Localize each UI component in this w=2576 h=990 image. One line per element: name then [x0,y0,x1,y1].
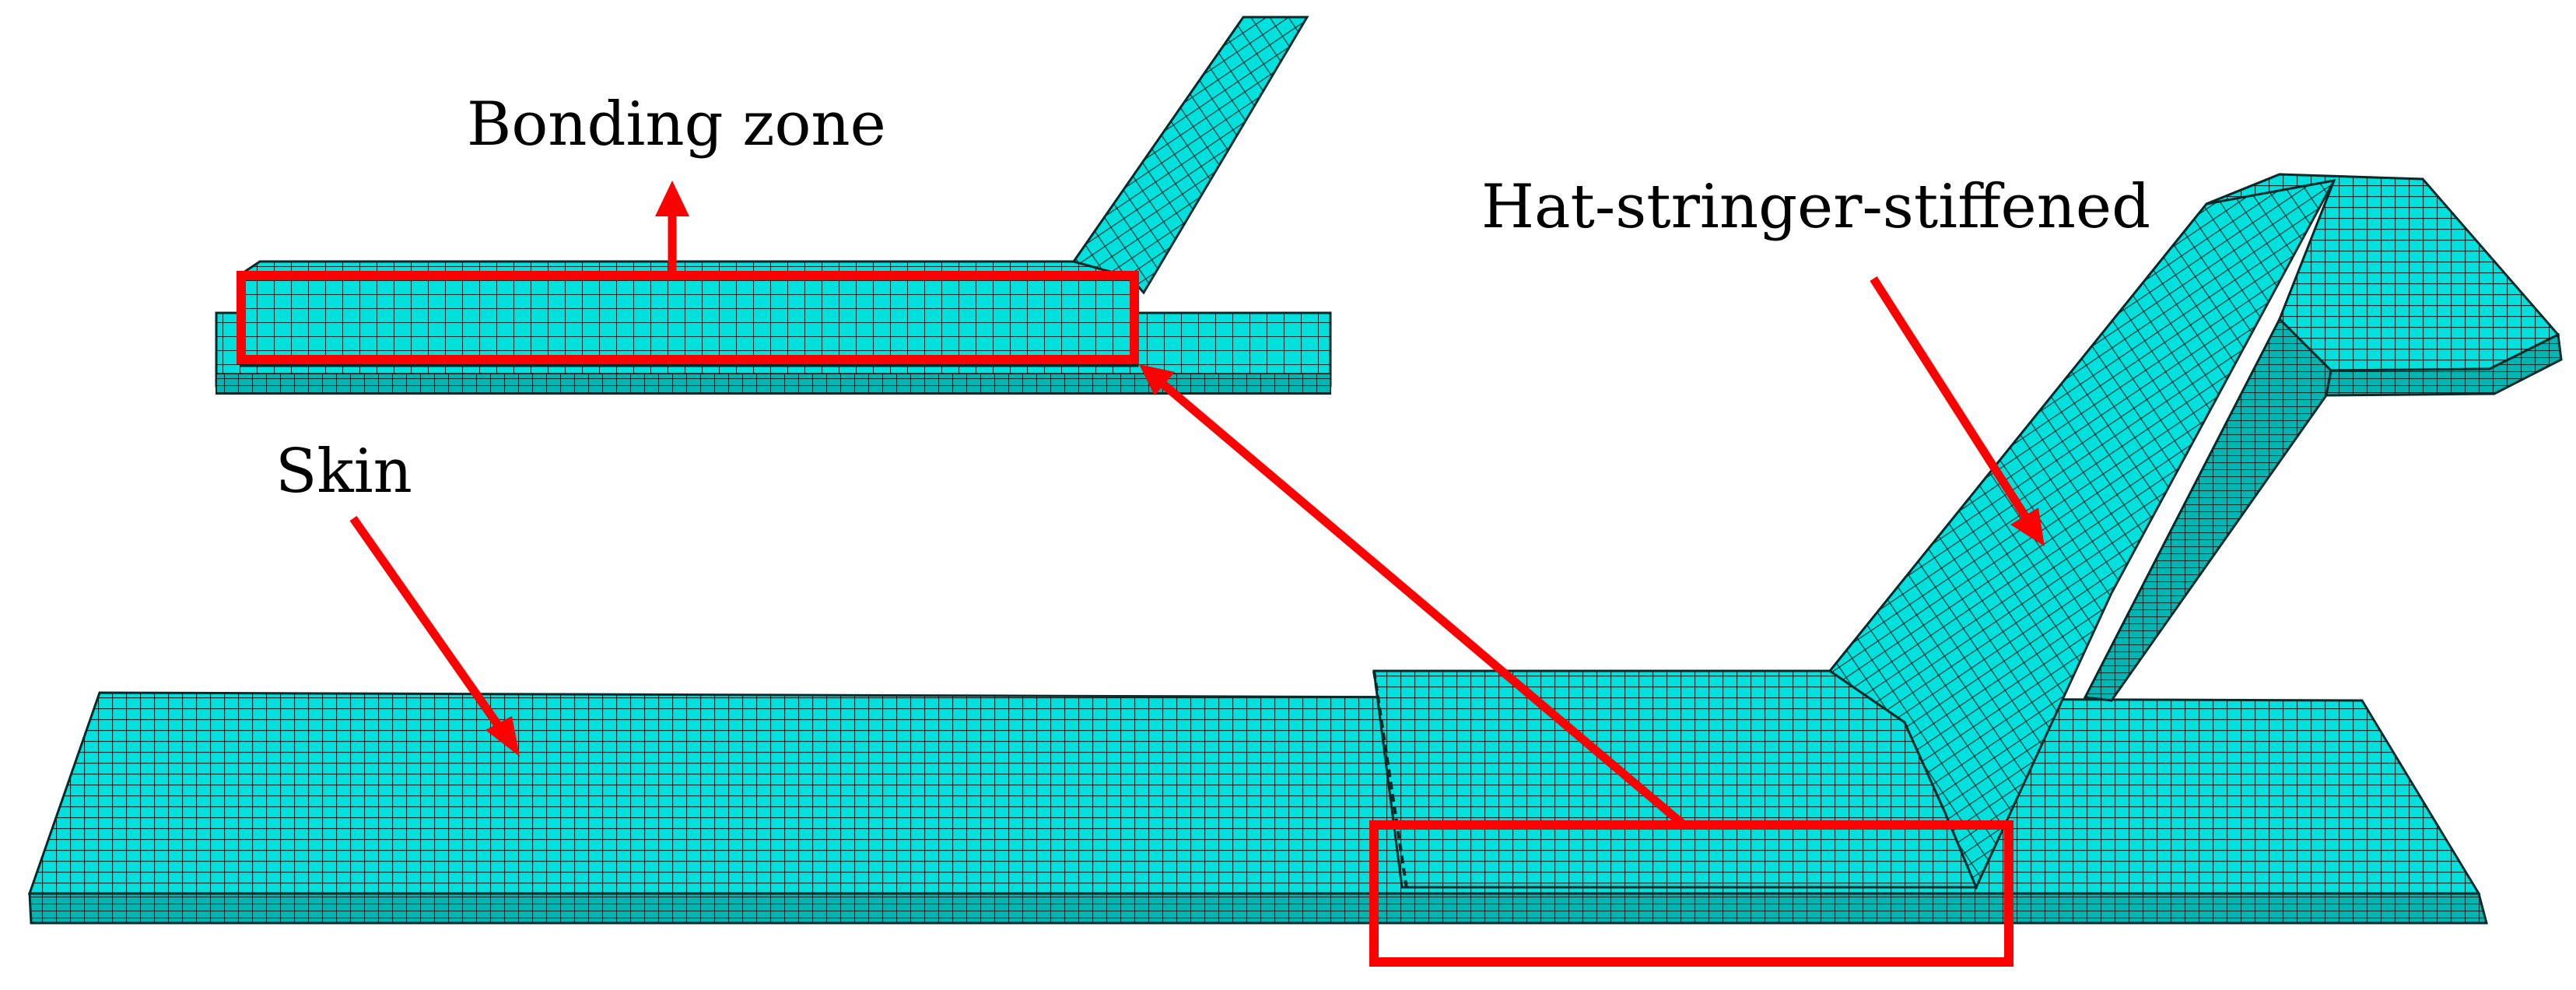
hat-stringer-arrow [1870,276,2031,522]
zoom-arrow [1153,374,1685,827]
hat-stringer-arrowhead [2010,507,2045,546]
skin-arrowhead [485,716,520,757]
stringer-back-web [2083,317,2332,702]
main-bonding-zone-box [1369,820,2013,967]
skin-arrow [349,515,506,735]
skin-plate-edge [28,892,2488,925]
inset-detail-view [215,16,1332,395]
main-model [27,173,2563,925]
inset-bonding-zone-box [237,271,1139,364]
zoom-arrowhead [1139,364,1175,395]
label-skin: Skin [275,437,412,507]
inset-skin-edge [216,373,1331,395]
skin-plate [27,691,2481,895]
bonding-zone-arrowhead [655,181,689,216]
inset-stringer-web [1071,16,1309,295]
label-hat-stringer: Hat-stringer-stiffened [1481,172,2150,242]
label-bonding-zone: Bonding zone [467,90,886,160]
